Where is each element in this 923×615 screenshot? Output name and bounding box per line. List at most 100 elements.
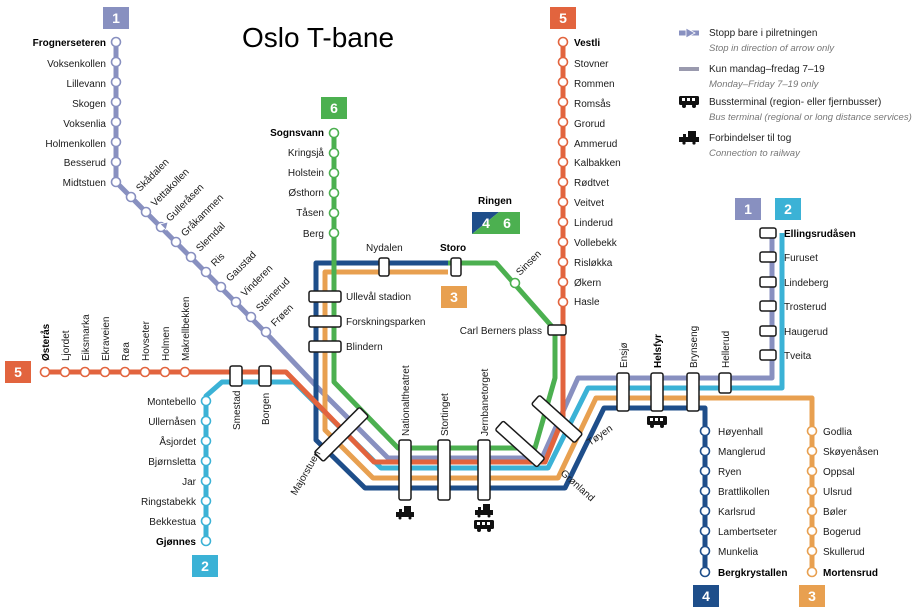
interchange-hellerud[interactable] (718, 372, 732, 394)
stop-line1-4[interactable] (110, 116, 122, 128)
station-bogerud[interactable]: Bogerud (823, 527, 861, 538)
station-smestad[interactable]: Smestad (232, 391, 243, 430)
stop-line5-west-7[interactable] (179, 366, 191, 378)
station-rodtvet[interactable]: Rødtvet (574, 178, 609, 189)
stop-line5-west-5[interactable] (139, 366, 151, 378)
station-voksenkollen[interactable]: Voksenkollen (47, 59, 106, 70)
station-boler[interactable]: Bøler (823, 507, 848, 518)
stop-line3-3[interactable] (806, 485, 818, 497)
station-ris[interactable]: Ris (209, 251, 227, 269)
station-hasle[interactable]: Hasle (574, 297, 600, 308)
stop-line6-0[interactable] (328, 127, 340, 139)
stop-line1-diag-3[interactable] (170, 236, 182, 248)
station-jar[interactable]: Jar (182, 477, 197, 488)
station-rommen[interactable]: Rommen (574, 79, 615, 90)
station-hellerud[interactable]: Hellerud (721, 331, 732, 368)
stop-line6-5[interactable] (328, 227, 340, 239)
stop-line5-5[interactable] (557, 136, 569, 148)
station-asjordet[interactable]: Åsjordet (159, 435, 196, 448)
station-bergkrystallen[interactable]: Bergkrystallen (718, 568, 787, 579)
stop-line4-1[interactable] (699, 445, 711, 457)
station-nationaltheatret[interactable]: Nationaltheatret (401, 365, 412, 436)
station-grorud[interactable]: Grorud (574, 119, 605, 130)
station-sinsen[interactable]: Sinsen (514, 249, 543, 278)
stop-line1-7[interactable] (110, 176, 122, 188)
stop-line5-3[interactable] (557, 96, 569, 108)
stop-line5-west-0[interactable] (39, 366, 51, 378)
station-ellingsrudasen[interactable]: Ellingsrudåsen (784, 228, 856, 240)
station-trosterud[interactable]: Trosterud (784, 302, 826, 313)
station-stortinget[interactable]: Stortinget (440, 393, 451, 436)
interchange-furuset[interactable] (759, 251, 777, 263)
stop-line1-diag-8[interactable] (245, 311, 257, 323)
stop-line5-6[interactable] (557, 156, 569, 168)
station-helsfyr[interactable]: Helsfyr (653, 334, 664, 368)
stop-line3-1[interactable] (806, 445, 818, 457)
interchange-storo[interactable] (450, 257, 462, 277)
station-ulsrud[interactable]: Ulsrud (823, 487, 852, 498)
station-voksenlia[interactable]: Voksenlia (63, 119, 106, 130)
badge-line-1-top[interactable] (103, 7, 129, 29)
stop-line5-west-4[interactable] (119, 366, 131, 378)
stop-line3-2[interactable] (806, 465, 818, 477)
station-hoyenhall[interactable]: Høyenhall (718, 427, 763, 438)
stop-line3-6[interactable] (806, 545, 818, 557)
stop-line5-2[interactable] (557, 76, 569, 88)
station-berg[interactable]: Berg (303, 229, 324, 240)
station-gjonnes[interactable]: Gjønnes (156, 537, 196, 548)
stop-line5-8[interactable] (557, 196, 569, 208)
stop-line2-7[interactable] (200, 535, 212, 547)
stop-line1-diag-7[interactable] (230, 296, 242, 308)
interchange-gronland[interactable] (495, 420, 545, 468)
stop-line3-0[interactable] (806, 425, 818, 437)
stop-line2-4[interactable] (200, 475, 212, 487)
stop-line5-west-1[interactable] (59, 366, 71, 378)
station-borgen[interactable]: Borgen (261, 393, 272, 425)
station-ulleval[interactable]: Ullevål stadion (346, 291, 411, 303)
stop-line6-2[interactable] (328, 167, 340, 179)
interchange-nationaltheatret[interactable] (398, 439, 412, 501)
station-lillevann[interactable]: Lillevann (67, 79, 106, 90)
interchange-tveita[interactable] (759, 349, 777, 361)
badge-line-3-bottom[interactable] (799, 585, 825, 607)
stop-line5-west-2[interactable] (79, 366, 91, 378)
station-ringstabekk[interactable]: Ringstabekk (141, 497, 197, 508)
station-bjornsletta[interactable]: Bjørnsletta (148, 457, 196, 468)
station-haugerud[interactable]: Haugerud (784, 327, 828, 338)
stop-line4-3[interactable] (699, 485, 711, 497)
interchange-nydalen[interactable] (378, 257, 390, 277)
station-kringsja[interactable]: Kringsjå (288, 147, 325, 159)
stop-line6-sinsen[interactable] (509, 277, 521, 289)
station-hovseter[interactable]: Hovseter (141, 320, 152, 361)
interchange-lindeberg[interactable] (759, 276, 777, 288)
interchange-smestad[interactable] (229, 365, 243, 387)
stop-line1-diag-1[interactable] (140, 206, 152, 218)
stop-line1-2[interactable] (110, 76, 122, 88)
interchange-majorstuen[interactable] (314, 407, 369, 462)
interchange-haugerud[interactable] (759, 325, 777, 337)
station-godlia[interactable]: Godlia (823, 427, 852, 438)
stop-line1-1[interactable] (110, 56, 122, 68)
interchange-blindern[interactable] (308, 340, 342, 353)
station-osthorn[interactable]: Østhorn (288, 188, 324, 199)
station-osteras[interactable]: Østerås (40, 323, 52, 361)
stop-line1-5[interactable] (110, 136, 122, 148)
station-furuset[interactable]: Furuset (784, 253, 818, 264)
stop-line4-7[interactable] (699, 566, 711, 578)
interchange-ensjo[interactable] (616, 372, 630, 412)
station-majorstuen[interactable]: Majorstuen (289, 449, 323, 497)
stop-line5-0[interactable] (557, 36, 569, 48)
station-mortensrud[interactable]: Mortensrud (823, 568, 878, 579)
interchange-helsfyr[interactable] (650, 372, 664, 412)
badge-line-5-top[interactable] (550, 7, 576, 29)
stop-line1-3[interactable] (110, 96, 122, 108)
station-ensjo[interactable]: Ensjø (619, 342, 630, 368)
interchange-ellingsrudasen[interactable] (759, 227, 777, 239)
stop-line5-13[interactable] (557, 296, 569, 308)
station-tasen[interactable]: Tåsen (296, 207, 324, 219)
stop-line1-0[interactable] (110, 36, 122, 48)
badge-line-2-east[interactable] (775, 198, 801, 220)
stop-line5-west-6[interactable] (159, 366, 171, 378)
station-veitvet[interactable]: Veitvet (574, 198, 604, 209)
stop-line5-11[interactable] (557, 256, 569, 268)
